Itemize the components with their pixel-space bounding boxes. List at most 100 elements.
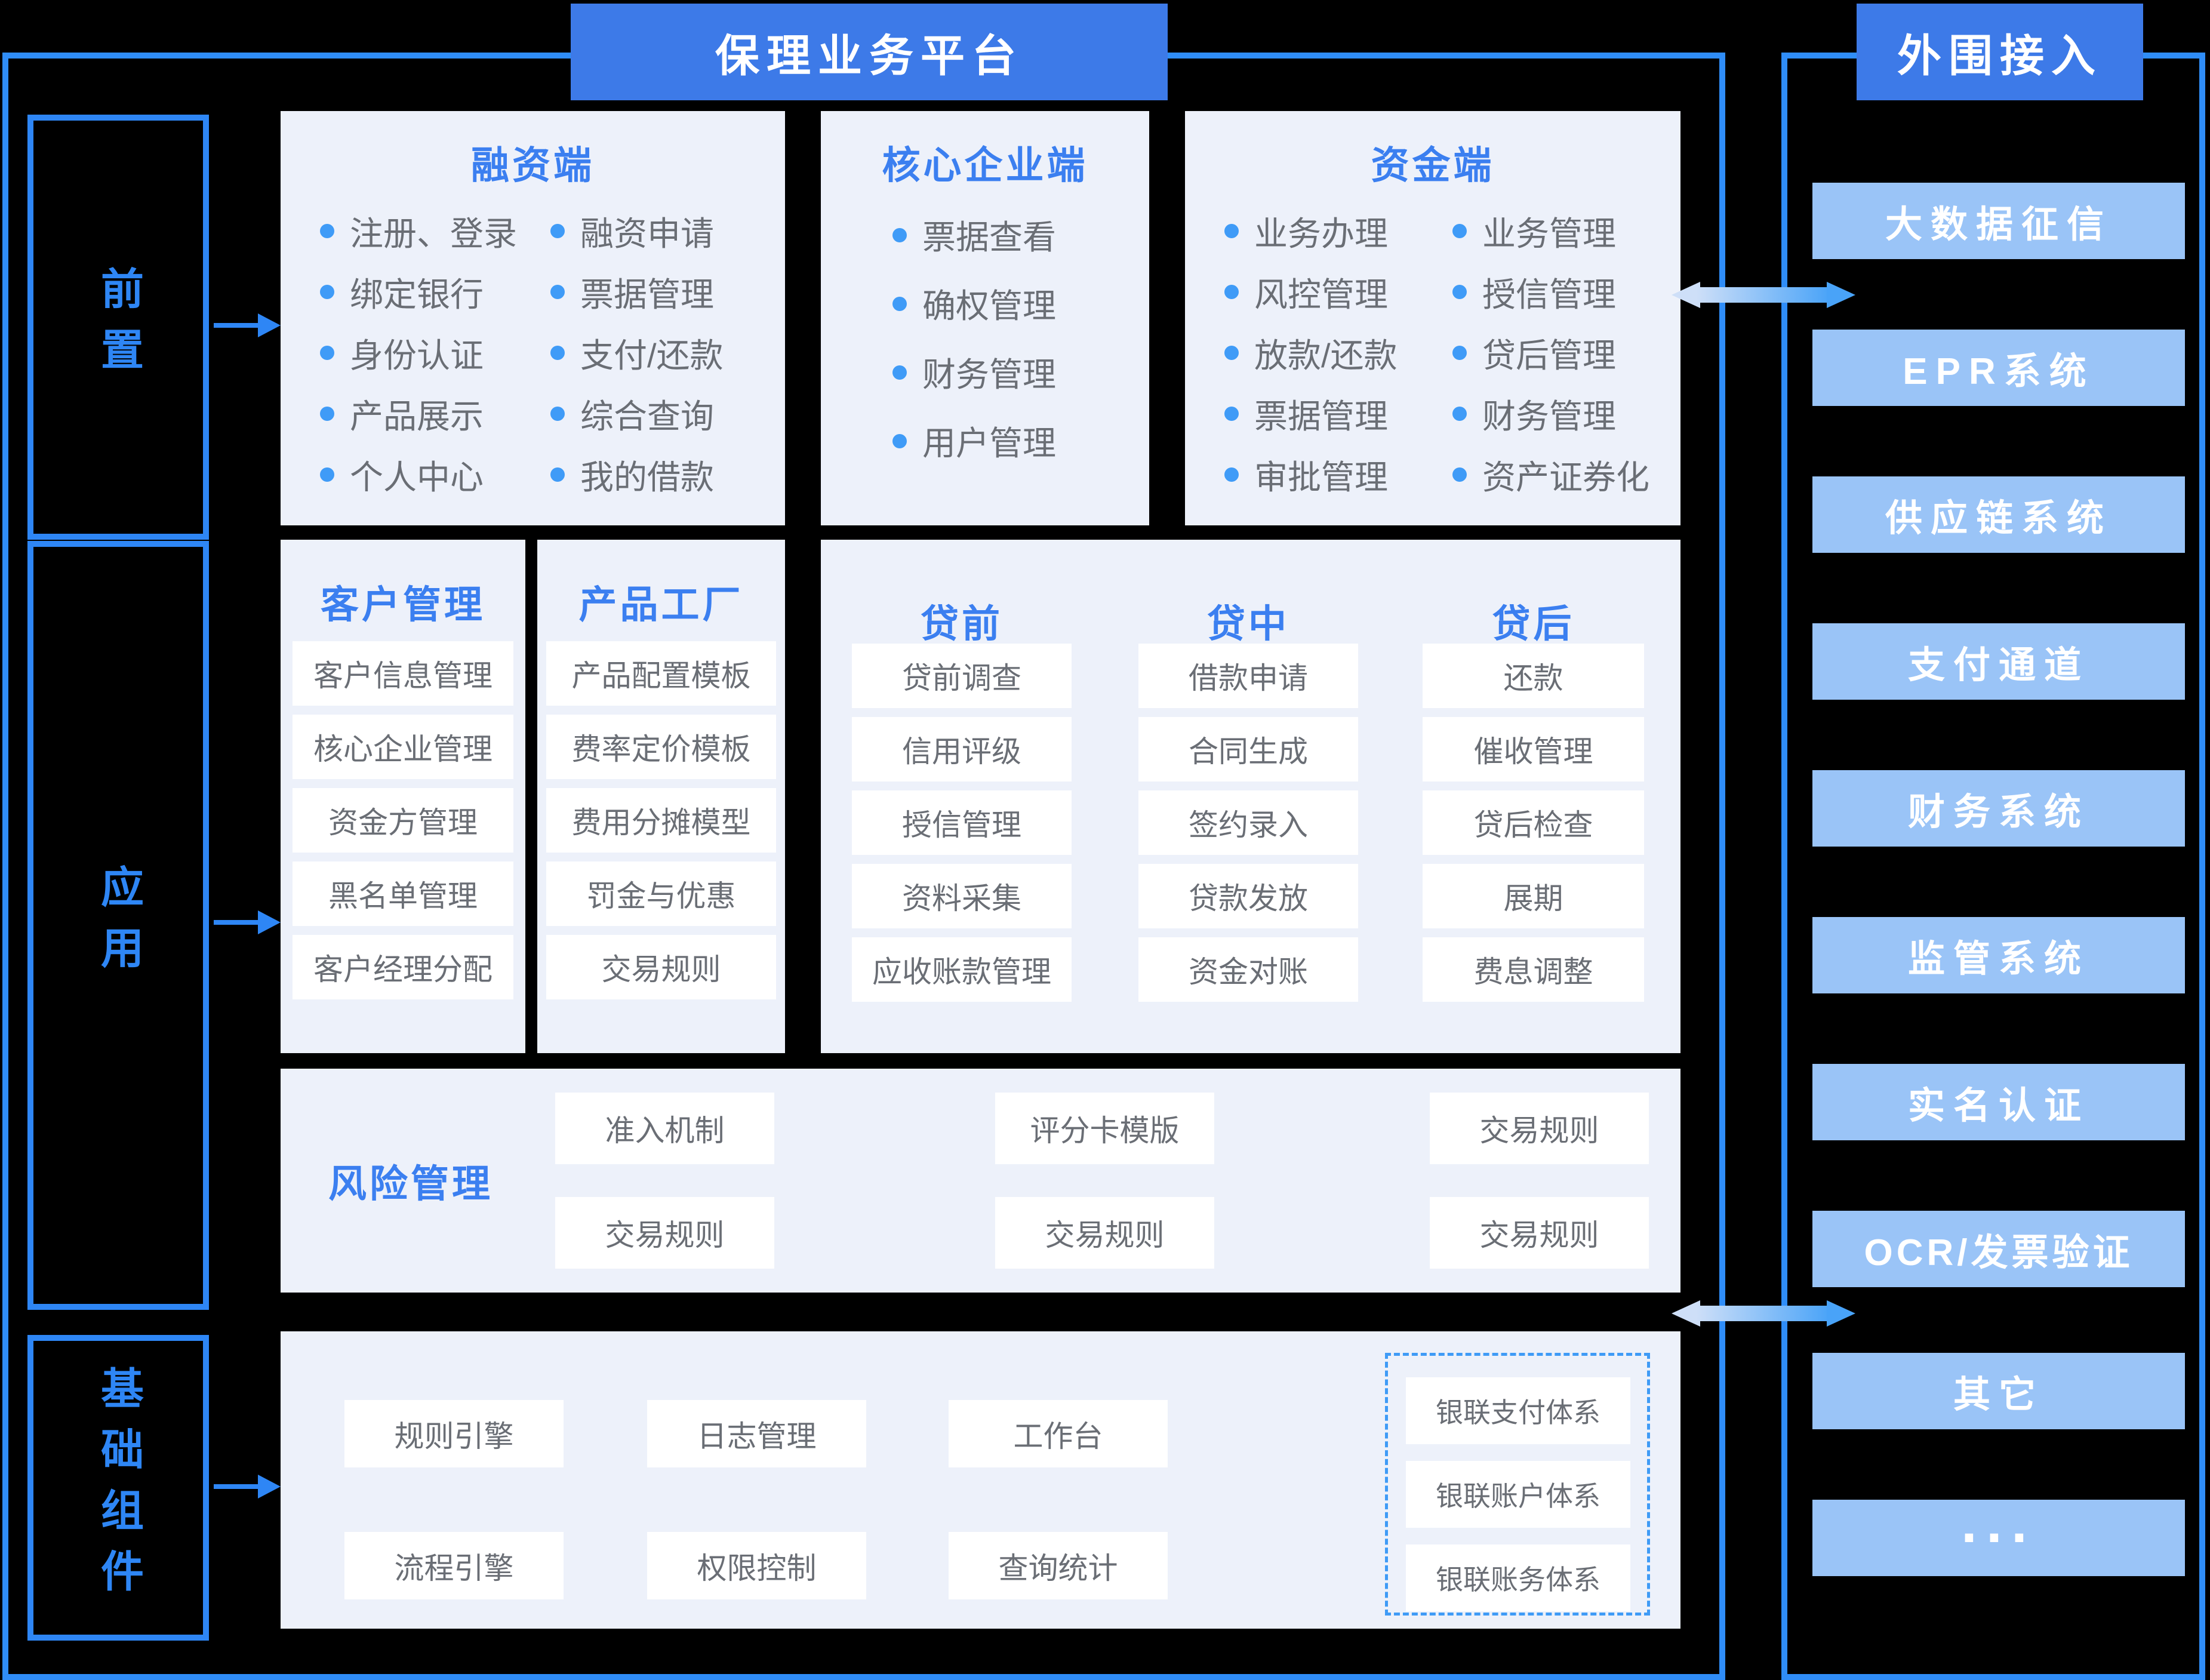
bullet-icon [892,365,907,380]
module-box: 规则引擎 [344,1400,564,1467]
module-box: 信用评级 [852,717,1072,781]
panel-product-factory: 产品工厂 产品配置模板 费率定价模板 费用分摊模型 罚金与优惠 交易规则 [537,540,785,1053]
bullet-icon [1224,467,1239,482]
peripheral-item-more: ··· [1812,1500,2185,1576]
panel-core-enterprise-title: 核心企业端 [882,144,1088,187]
module-box: 应收账款管理 [852,937,1072,1002]
list-item: 票据管理 [550,261,724,322]
platform-banner-label: 保理业务平台 [715,30,1023,81]
loan-mid-title: 贷中 [1207,602,1289,645]
module-box: 资料采集 [852,864,1072,928]
module-box: 日志管理 [647,1400,866,1467]
module-box: 银联支付体系 [1406,1377,1630,1444]
module-box: 费率定价模板 [546,715,776,779]
list-item: 身份认证 [320,322,517,383]
list-item: 贷后管理 [1452,322,1649,383]
list-item: 用户管理 [892,407,1056,475]
bullet-icon [320,224,334,238]
module-box: 工作台 [949,1400,1168,1467]
module-box: 签约录入 [1138,790,1358,855]
module-box: 查询统计 [949,1532,1168,1599]
module-box: 银联账户体系 [1406,1461,1630,1528]
bullet-icon [1224,346,1239,360]
rail-box-app: 应用 [27,541,209,1310]
bullet-icon [892,296,907,311]
panel-customer-title: 客户管理 [321,583,485,626]
module-box: 授信管理 [852,790,1072,855]
list-item: 确权管理 [892,269,1056,338]
arrow-right-icon [214,910,281,934]
panel-financing-title: 融资端 [471,144,595,187]
peripheral-item: OCR/发票验证 [1812,1211,2185,1287]
module-box: 催收管理 [1423,717,1644,781]
rail-box-base: 基础组件 [27,1335,209,1641]
peripheral-item: 财务系统 [1812,770,2185,847]
bullet-icon [1452,285,1467,299]
bullet-icon [550,346,565,360]
platform-banner: 保理业务平台 [571,4,1168,100]
module-box: 准入机制 [555,1093,774,1164]
module-box: 贷后检查 [1423,790,1644,855]
list-item: 财务管理 [1452,383,1649,444]
arrow-right-icon [214,1475,281,1499]
list-item: 审批管理 [1224,444,1398,505]
module-box: 贷前调查 [852,644,1072,708]
module-box: 罚金与优惠 [546,861,776,926]
panel-loan: 贷前 贷中 贷后 贷前调查 信用评级 授信管理 资料采集 应收账款管理 借款申请… [821,540,1680,1053]
panel-customer: 客户管理 客户信息管理 核心企业管理 资金方管理 黑名单管理 客户经理分配 [281,540,525,1053]
bullet-icon [1452,467,1467,482]
peripheral-item: 供应链系统 [1812,476,2185,553]
list-item: 业务管理 [1452,201,1649,261]
bullet-icon [892,227,907,242]
bullet-icon [550,407,565,421]
bullet-icon [550,285,565,299]
module-box: 黑名单管理 [293,861,513,926]
panel-base-components: 规则引擎 日志管理 工作台 流程引擎 权限控制 查询统计 银联支付体系 银联账户… [281,1331,1680,1629]
double-arrow-icon [1672,1300,1855,1327]
bullet-icon [1224,407,1239,421]
list-item: 财务管理 [892,338,1056,407]
module-box: 资金方管理 [293,788,513,853]
panel-core-enterprise: 核心企业端 票据查看 确权管理 财务管理 用户管理 [821,111,1149,525]
list-item: 业务办理 [1224,201,1398,261]
module-box: 交易规则 [555,1197,774,1269]
bullet-icon [320,285,334,299]
list-item: 支付/还款 [550,322,724,383]
module-box: 展期 [1423,864,1644,928]
rail-label-app: 应用 [94,864,142,986]
module-box: 还款 [1423,644,1644,708]
list-item: 票据查看 [892,201,1056,269]
loan-pre-title: 贷前 [921,602,1003,645]
module-box: 评分卡模版 [995,1093,1214,1164]
bullet-icon [550,224,565,238]
double-arrow-icon [1672,282,1855,308]
rail-label-front: 前置 [94,266,142,388]
module-box: 交易规则 [1430,1093,1649,1164]
list-item: 放款/还款 [1224,322,1398,383]
panel-product-factory-title: 产品工厂 [578,583,744,626]
peripheral-item: 实名认证 [1812,1064,2185,1140]
peripheral-item: 监管系统 [1812,917,2185,993]
list-item: 授信管理 [1452,261,1649,322]
list-item: 注册、登录 [320,201,517,261]
module-box: 核心企业管理 [293,715,513,779]
bullet-icon [892,433,907,448]
bullet-icon [320,346,334,360]
bullet-icon [1224,285,1239,299]
module-box: 产品配置模板 [546,641,776,706]
module-box: 权限控制 [647,1532,866,1599]
panel-risk: 风险管理 准入机制 评分卡模版 交易规则 交易规则 交易规则 交易规则 [281,1069,1680,1293]
module-box: 借款申请 [1138,644,1358,708]
list-item: 资产证券化 [1452,444,1649,505]
rail-label-base: 基础组件 [94,1366,142,1610]
list-item: 我的借款 [550,444,724,505]
arrow-right-icon [214,313,281,337]
rail-box-front: 前置 [27,115,209,540]
list-item: 风控管理 [1224,261,1398,322]
module-box: 交易规则 [546,935,776,999]
panel-funding-title: 资金端 [1371,144,1495,187]
bullet-icon [550,467,565,482]
peripheral-item: 大数据征信 [1812,183,2185,259]
bullet-icon [1452,224,1467,238]
